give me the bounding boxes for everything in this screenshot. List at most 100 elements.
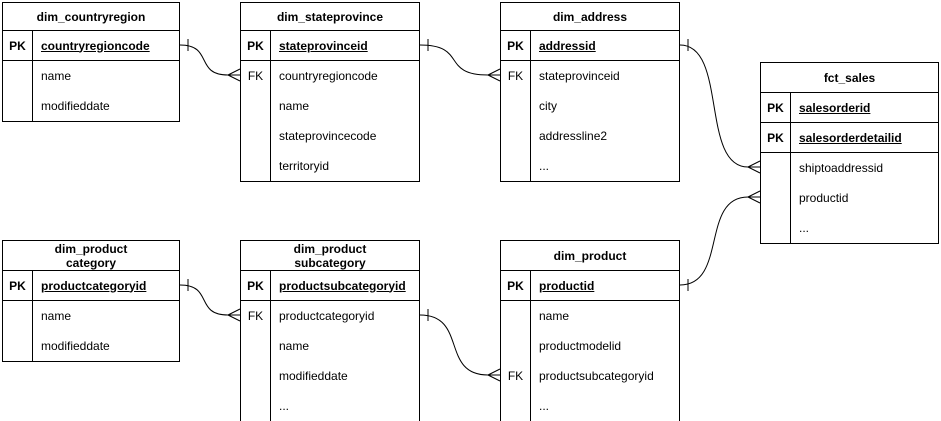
key-type-label (3, 301, 33, 331)
field-row-territoryid: territoryid (241, 151, 419, 181)
table-title-line: dim_product (293, 241, 367, 256)
connector-rel-subcategory-product[interactable] (419, 309, 501, 382)
field-row-name: name (3, 301, 179, 331)
key-type-label (241, 151, 271, 181)
key-type-label (501, 391, 531, 421)
field-row-: ... (241, 391, 419, 421)
field-name: countryregioncode (41, 38, 150, 53)
crows-foot-many-icon (747, 190, 761, 204)
field-row-addressline2: addressline2 (501, 121, 679, 151)
relationship-line (179, 44, 229, 76)
key-type-label: FK (241, 61, 271, 91)
field-name: productcategoryid (41, 278, 147, 293)
connector-rel-stateprovince-address[interactable] (419, 39, 501, 82)
key-type-label: PK (501, 271, 531, 300)
key-type-label: PK (761, 93, 791, 122)
field-name: modifieddate (41, 339, 110, 353)
field-row-shiptoaddressid: shiptoaddressid (761, 153, 938, 183)
relationship-line (179, 284, 229, 316)
field-row-stateprovincecode: stateprovincecode (241, 121, 419, 151)
key-type-label (241, 391, 271, 421)
field-row-productcategoryid: PK productcategoryid (3, 271, 179, 301)
field-name: name (279, 339, 310, 353)
key-type-label (501, 121, 531, 151)
key-type-label (241, 361, 271, 391)
field-name: stateprovincecode (279, 129, 377, 143)
field-row-productsubcategoryid: FK productsubcategoryid (501, 361, 679, 391)
field-row-name: name (3, 61, 179, 91)
field-name: productsubcategoryid (539, 369, 654, 383)
field-name: countryregioncode (279, 69, 378, 83)
field-name: ... (279, 399, 290, 413)
crows-foot-many-icon (487, 68, 501, 82)
relationship-line (679, 196, 749, 286)
field-row-productmodelid: productmodelid (501, 331, 679, 361)
relationship-line (419, 314, 489, 376)
connector-rel-productcategory-subcategory[interactable] (179, 279, 241, 322)
table-title-dim-stateprovince: dim_stateprovince (241, 3, 419, 31)
key-type-label: FK (501, 361, 531, 391)
field-name: ... (539, 159, 550, 173)
field-name: addressline2 (539, 129, 608, 143)
field-row-: ... (501, 151, 679, 181)
key-type-label (3, 331, 33, 361)
connector-rel-countryregion-stateprovince[interactable] (179, 39, 241, 82)
key-type-label (241, 121, 271, 151)
table-title-dim-countryregion: dim_countryregion (3, 3, 179, 31)
crows-foot-many-icon (227, 308, 241, 322)
key-type-label: PK (241, 31, 271, 60)
field-row-: ... (761, 213, 938, 243)
field-row-name: name (241, 91, 419, 121)
field-name: ... (799, 221, 810, 235)
key-type-label (761, 183, 791, 213)
field-name: territoryid (279, 159, 330, 173)
field-name: name (41, 309, 72, 323)
key-type-label (761, 153, 791, 183)
field-row-city: city (501, 91, 679, 121)
relationship-line (679, 44, 749, 168)
key-type-label (501, 331, 531, 361)
crows-foot-many-icon (227, 68, 241, 82)
table-title-fct-sales: fct_sales (761, 63, 938, 93)
field-name: addressid (539, 38, 596, 53)
field-name: modifieddate (41, 99, 110, 113)
key-type-label: PK (761, 123, 791, 152)
relationship-line (419, 44, 489, 76)
field-name: productid (799, 191, 849, 205)
table-title-line: category (65, 255, 117, 270)
field-name: productcategoryid (279, 309, 375, 323)
field-name: productsubcategoryid (279, 278, 406, 293)
field-name: salesorderdetailid (799, 130, 902, 145)
key-type-label: PK (3, 271, 33, 300)
field-row-countryregioncode: FK countryregioncode (241, 61, 419, 91)
table-title-line: dim_countryregion (36, 9, 146, 24)
table-title-line: dim_stateprovince (276, 9, 384, 24)
connector-rel-product-sales[interactable] (679, 190, 761, 291)
key-type-label (761, 213, 791, 243)
field-row-: ... (501, 391, 679, 421)
key-type-label (241, 91, 271, 121)
field-row-countryregioncode: PK countryregioncode (3, 31, 179, 61)
field-name: name (41, 69, 72, 83)
connector-rel-address-sales[interactable] (679, 39, 761, 174)
field-name: shiptoaddressid (799, 161, 884, 175)
key-type-label: PK (3, 31, 33, 60)
field-name: name (279, 99, 310, 113)
field-name: stateprovinceid (539, 69, 620, 83)
